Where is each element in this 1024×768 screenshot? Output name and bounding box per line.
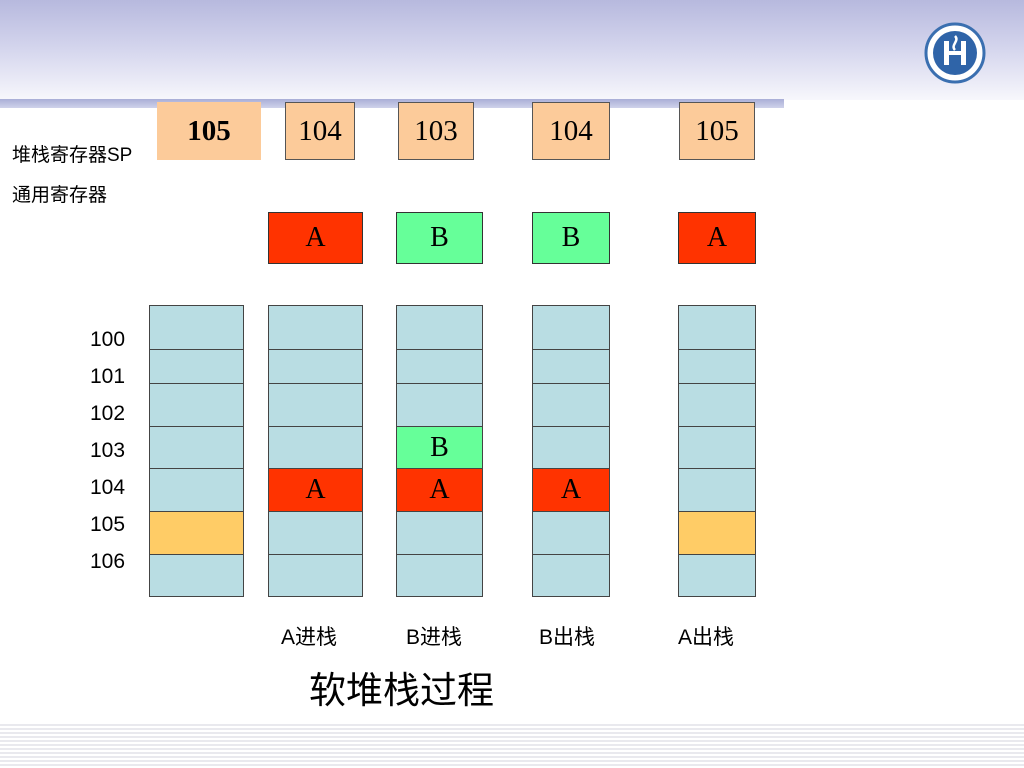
stack-cell (150, 426, 243, 468)
stack-cell (533, 349, 609, 383)
register-value-b-push: B (396, 212, 483, 264)
stack-cell-a: A (397, 468, 482, 511)
header-band (0, 0, 1024, 100)
stack-pointer-label: 堆栈寄存器SP (12, 145, 133, 166)
stack-cell (533, 554, 609, 597)
stack-cell (150, 383, 243, 426)
stack-cell (533, 511, 609, 554)
stack-cell (269, 426, 362, 468)
stack-cell (533, 426, 609, 468)
stack-cell (397, 511, 482, 554)
stack-cell (533, 383, 609, 426)
address-label: 104 (90, 476, 126, 499)
stack-b-pop: A (532, 305, 610, 597)
sp-value-after-b-push: 103 (398, 102, 474, 160)
sp-value-after-a-pop: 105 (679, 102, 755, 160)
stack-cell (150, 468, 243, 511)
stack-cell-sp-marker (679, 511, 755, 554)
stack-cell (397, 383, 482, 426)
address-label: 106 (90, 550, 126, 573)
header-rule (0, 99, 784, 108)
address-label: 105 (90, 513, 126, 536)
general-register-label: 通用寄存器 (12, 185, 108, 206)
stack-cell (679, 554, 755, 597)
stack-cell-a: A (533, 468, 609, 511)
stack-cell (269, 554, 362, 597)
footer-band (0, 724, 1024, 768)
stack-cell-b: B (397, 426, 482, 468)
diagram-title: 软堆栈过程 (309, 669, 494, 712)
stack-cell (397, 554, 482, 597)
stack-cell (150, 554, 243, 597)
register-value-b-pop: B (532, 212, 610, 264)
address-label: 101 (90, 365, 126, 388)
stack-cell (679, 468, 755, 511)
stack-cell (269, 383, 362, 426)
stack-cell (150, 349, 243, 383)
register-value-a-pop: A (678, 212, 756, 264)
caption-a-push: A进栈 (281, 626, 338, 649)
stack-cell (533, 306, 609, 349)
address-label: 100 (90, 328, 126, 351)
sp-value-after-b-pop: 104 (532, 102, 610, 160)
stack-cell (397, 349, 482, 383)
address-label: 102 (90, 402, 126, 425)
stack-cell (679, 349, 755, 383)
stack-cell (397, 306, 482, 349)
address-label: 103 (90, 439, 126, 462)
university-logo-icon (924, 22, 986, 84)
stack-cell-sp-marker (150, 511, 243, 554)
register-value-a-push: A (268, 212, 363, 264)
stack-cell-a: A (269, 468, 362, 511)
stack-cell (269, 349, 362, 383)
stack-a-pop (678, 305, 756, 597)
stack-cell (679, 426, 755, 468)
caption-a-pop: A出栈 (678, 626, 735, 649)
stack-cell (679, 383, 755, 426)
stack-a-push: A (268, 305, 363, 597)
stack-cell (269, 306, 362, 349)
stack-initial (149, 305, 244, 597)
stack-b-push: B A (396, 305, 483, 597)
stack-cell (150, 306, 243, 349)
caption-b-pop: B出栈 (539, 626, 596, 649)
caption-b-push: B进栈 (406, 626, 463, 649)
stack-cell (679, 306, 755, 349)
sp-value-initial: 105 (157, 102, 261, 160)
sp-value-after-a-push: 104 (285, 102, 355, 160)
stack-cell (269, 511, 362, 554)
